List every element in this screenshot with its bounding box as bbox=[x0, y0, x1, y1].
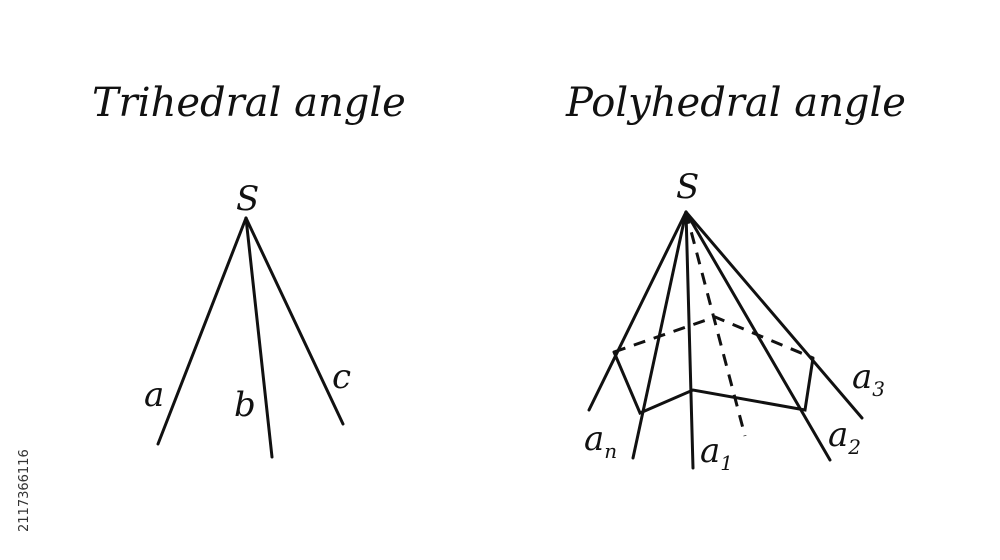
edge-an-line bbox=[587, 210, 688, 412]
edge-a3-line bbox=[684, 210, 864, 420]
edge-a1-line bbox=[684, 210, 695, 470]
stock-id-text: 2117366116 bbox=[17, 449, 32, 532]
vertex-s-label: S bbox=[236, 179, 259, 219]
base-visible-outline bbox=[612, 350, 815, 415]
edge-a-line bbox=[156, 216, 248, 446]
trihedral-figure: S a b c bbox=[144, 179, 351, 459]
polyhedral-title: Polyhedral angle bbox=[566, 80, 906, 126]
polyhedral-figure: S an a1 a2 a3 bbox=[584, 167, 885, 475]
edge-a1-label: a1 bbox=[700, 431, 733, 475]
base-hidden-outline bbox=[613, 315, 814, 360]
trihedral-title: Trihedral angle bbox=[92, 80, 406, 126]
edge-b-line bbox=[244, 216, 274, 459]
edge-c-label: c bbox=[332, 357, 351, 397]
edge-b-label: b bbox=[234, 385, 256, 425]
edge-a-label: a bbox=[144, 375, 164, 415]
edge-a2-label: a2 bbox=[828, 415, 861, 459]
vertex-s-label-poly: S bbox=[676, 167, 699, 207]
edge-a3-label: a3 bbox=[852, 357, 885, 401]
edge-c-line bbox=[244, 216, 345, 426]
edge-an-label: an bbox=[584, 419, 617, 463]
